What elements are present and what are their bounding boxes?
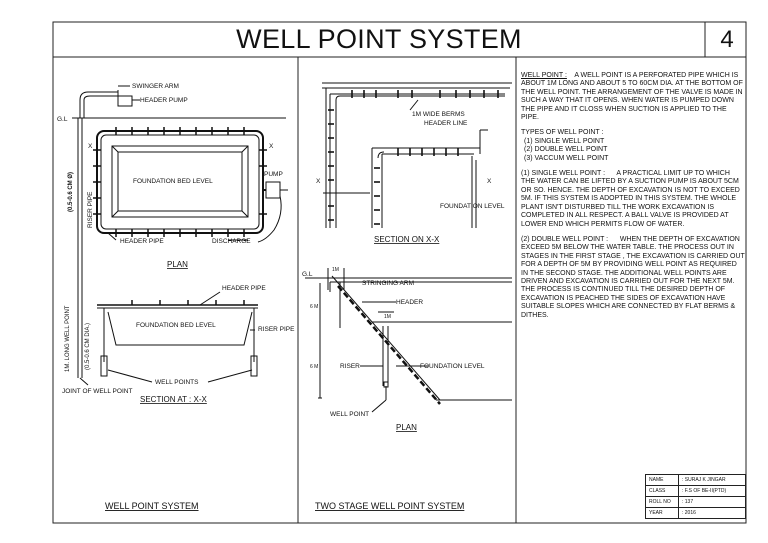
- notes-single: (1) SINGLE WELL POINT : A PRACTICAL LIMI…: [521, 170, 745, 229]
- label-joint-of-well-point: JOINT OF WELL POINT: [62, 388, 132, 395]
- title-block-value: : 2016: [678, 507, 746, 519]
- title-block-key: ROLL NO: [645, 496, 679, 508]
- label-mid-foundation: FOUNDATION LEVEL: [440, 203, 505, 210]
- label-swinger-arm: SWINGER ARM: [132, 83, 179, 90]
- label-dim-6m-1: 6 M: [310, 304, 318, 310]
- label-well-point: WELL POINT: [330, 411, 369, 418]
- title-block-key: NAME: [645, 474, 679, 486]
- label-riser: RISER: [340, 363, 360, 370]
- title-block-value: : 137: [678, 496, 746, 508]
- notes-intro-text: A WELL POINT IS A PERFORATED PIPE WHICH …: [521, 72, 743, 122]
- notes-text: WELL POINT : A WELL POINT IS A PERFORATE…: [521, 72, 745, 327]
- label-top-dim: 1M: [332, 267, 339, 273]
- label-well-points: WELL POINTS: [155, 379, 199, 386]
- title-block-row: ROLL NO: 137: [645, 496, 746, 508]
- label-mid-gl: G.L: [302, 271, 313, 278]
- label-stringing-arm: STRINGING ARM: [362, 280, 414, 287]
- label-header-pump: HEADER PUMP: [140, 97, 188, 104]
- title-block-value: : F.S OF BE-II(PTD): [678, 485, 746, 497]
- title-block: NAME: SURAJ K JINGAR CLASS: F.S OF BE-II…: [645, 474, 746, 519]
- label-dim-6m-2: 6 M: [310, 364, 318, 370]
- notes-double-text: WHEN THE DEPTH OF EXCAVATION EXCEED 5M B…: [521, 235, 745, 319]
- section-title-left: SECTION AT : X-X: [140, 395, 207, 404]
- label-mid-x-right: X: [487, 178, 492, 185]
- notes-type-1: (1) SINGLE WELL POINT: [524, 137, 605, 145]
- label-mid-dim: 1M: [384, 314, 391, 320]
- label-section-foundation: FOUNDATION BED LEVEL: [136, 322, 216, 329]
- label-x-right: X: [269, 143, 274, 150]
- sheet-number: 4: [720, 25, 734, 53]
- title-block-row: NAME: SURAJ K JINGAR: [645, 474, 746, 486]
- title-block-key: CLASS: [645, 485, 679, 497]
- sheet-title: WELL POINT SYSTEM: [236, 24, 522, 54]
- title-block-value: : SURAJ K JINGAR: [678, 474, 746, 486]
- label-riser-dia: (0.5-0.6 CM Ø): [68, 172, 74, 212]
- label-berms: 1M WIDE BERMS: [412, 111, 465, 118]
- label-x-left: X: [88, 143, 93, 150]
- label-pump: PUMP: [264, 171, 283, 178]
- notes-types: TYPES OF WELL POINT : (1) SINGLE WELL PO…: [521, 129, 745, 163]
- label-header-pipe: HEADER PIPE: [120, 238, 164, 245]
- label-well-point-dia: (0.5-0.6 CM DIA.): [85, 323, 91, 370]
- label-foundation-level: FOUNDATION LEVEL: [420, 363, 485, 370]
- middle-panel-drawing: 1M WIDE BERMS HEADER LINE X X FOUNDATION…: [302, 82, 512, 511]
- notes-intro: WELL POINT : A WELL POINT IS A PERFORATE…: [521, 72, 745, 122]
- label-discharge: DISCHARGE: [212, 238, 251, 245]
- label-header-line: HEADER LINE: [424, 120, 468, 127]
- notes-single-heading: (1) SINGLE WELL POINT :: [521, 170, 606, 178]
- notes-type-3: (3) VACCUM WELL POINT: [524, 154, 609, 162]
- label-mid-x-left: X: [316, 178, 321, 185]
- notes-intro-heading: WELL POINT :: [521, 72, 567, 79]
- notes-types-heading: TYPES OF WELL POINT :: [521, 129, 604, 137]
- label-well-point-long: 1M. LONG WELL POINT: [65, 305, 71, 372]
- label-section-header: HEADER PIPE: [222, 285, 266, 292]
- notes-single-text: A PRACTICAL LIMIT UP TO WHICH THE WATER …: [521, 170, 740, 228]
- left-panel-caption: WELL POINT SYSTEM: [105, 501, 199, 511]
- label-gl-left: G.L: [57, 116, 68, 123]
- label-header: HEADER: [396, 299, 423, 306]
- left-panel-drawing: SWINGER ARM HEADER PUMP G.L X X FOUNDATI…: [57, 83, 295, 511]
- label-riser-pipe: RISER PIPE: [87, 191, 94, 228]
- plan-title-mid: PLAN: [396, 423, 417, 432]
- middle-panel-caption: TWO STAGE WELL POINT SYSTEM: [315, 501, 464, 511]
- title-block-row: YEAR: 2016: [645, 507, 746, 519]
- plan-title-left: PLAN: [167, 260, 188, 269]
- title-block-row: CLASS: F.S OF BE-II(PTD): [645, 485, 746, 497]
- label-section-riser: RISER PIPE: [258, 326, 295, 333]
- section-title-mid: SECTION ON X-X: [374, 235, 440, 244]
- notes-double-heading: (2) DOUBLE WELL POINT :: [521, 235, 609, 243]
- title-block-key: YEAR: [645, 507, 679, 519]
- label-foundation-bed-level: FOUNDATION BED LEVEL: [133, 178, 213, 185]
- notes-type-2: (2) DOUBLE WELL POINT: [524, 146, 608, 154]
- notes-double: (2) DOUBLE WELL POINT : WHEN THE DEPTH O…: [521, 236, 745, 320]
